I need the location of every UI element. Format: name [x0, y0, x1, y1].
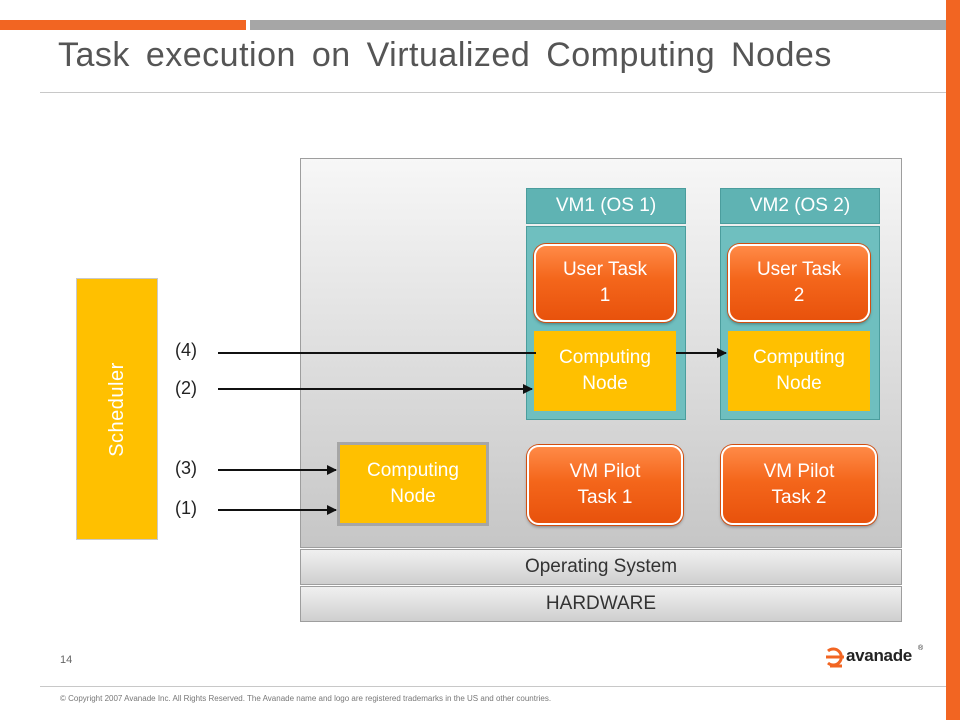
vm-pilot-task-2: VM Pilot Task 2 — [721, 445, 877, 525]
vm-pilot-task-1-line2: Task 1 — [577, 487, 633, 508]
vm2-computing-node: Computing Node — [728, 331, 870, 411]
avanade-logo-registered: ® — [918, 645, 924, 652]
header-bar-orange — [0, 20, 246, 30]
vm-pilot-task-1-line1: VM Pilot — [569, 461, 641, 482]
vm2-computing-node-line2: Node — [776, 373, 822, 394]
avanade-logo: avanade ® — [824, 640, 924, 672]
avanade-logo-text: avanade — [846, 646, 912, 665]
vm1-user-task-line2: 1 — [599, 285, 611, 306]
step-1-label: (1) — [175, 498, 197, 518]
scheduler-label: Scheduler — [105, 361, 128, 457]
vm2-user-task: User Task 2 — [728, 244, 870, 322]
vm2-computing-node-line1: Computing — [753, 347, 845, 368]
copyright-text: © Copyright 2007 Avanade Inc. All Rights… — [60, 694, 552, 703]
vm2-user-task-line1: User Task — [756, 259, 842, 280]
host-computing-node-line2: Node — [390, 486, 436, 507]
step-3-label: (3) — [175, 458, 197, 478]
vm1-user-task-line1: User Task — [562, 259, 648, 280]
hardware-layer: HARDWARE — [300, 586, 902, 622]
vm1-user-task: User Task 1 — [534, 244, 676, 322]
step-2-label: (2) — [175, 378, 197, 398]
scheduler-box: Scheduler — [76, 278, 158, 540]
vm1-computing-node-line1: Computing — [559, 347, 651, 368]
side-accent-bar — [946, 0, 960, 720]
vm1-computing-node: Computing Node — [534, 331, 676, 411]
step-4-label: (4) — [175, 340, 197, 360]
slide-title: Task execution on Virtualized Computing … — [58, 36, 832, 74]
vm-pilot-task-1: VM Pilot Task 1 — [527, 445, 683, 525]
title-divider — [40, 92, 946, 93]
vm-pilot-task-2-line2: Task 2 — [771, 487, 827, 508]
vm-pilot-task-2-line1: VM Pilot — [763, 461, 835, 482]
vm1-computing-node-line2: Node — [582, 373, 628, 394]
avanade-logo-icon — [826, 647, 844, 668]
operating-system-layer: Operating System — [300, 549, 902, 585]
vm2-user-task-line2: 2 — [793, 285, 805, 306]
footer-divider — [40, 686, 946, 687]
header-bar-gray — [250, 20, 946, 30]
vm2-header: VM2 (OS 2) — [720, 188, 880, 224]
host-computing-node-line1: Computing — [367, 460, 459, 481]
host-computing-node: Computing Node — [337, 442, 489, 526]
vm1-header: VM1 (OS 1) — [526, 188, 686, 224]
page-number: 14 — [60, 654, 73, 666]
